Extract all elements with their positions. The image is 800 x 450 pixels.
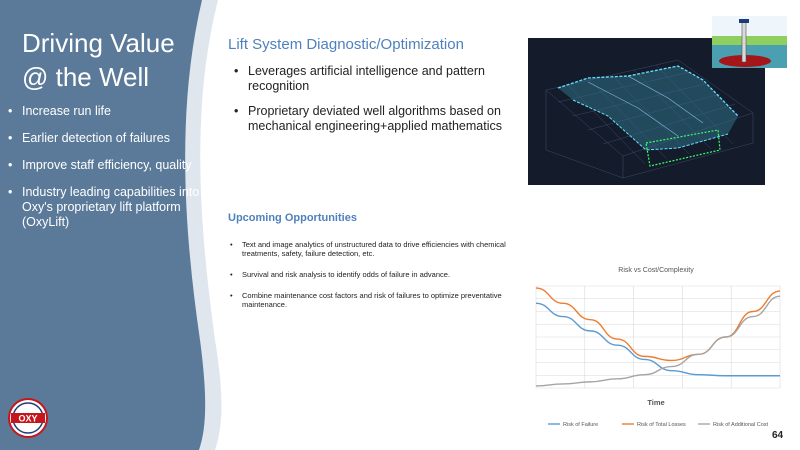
page-title-line-1: Driving Value xyxy=(22,28,175,58)
lift-system-bullet: Proprietary deviated well algorithms bas… xyxy=(234,104,524,134)
lift-system-bullet: Leverages artificial intelligence and pa… xyxy=(234,64,524,94)
chart-series-group xyxy=(535,287,781,387)
risk-vs-cost-chart: Risk vs Cost/Complexity Time Risk of Fai… xyxy=(535,267,781,428)
sidebar-bullet: Increase run life xyxy=(8,104,208,119)
sidebar-bullet: Industry leading capabilities into Oxy's… xyxy=(8,185,208,230)
page-title-line-2: @ the Well xyxy=(22,62,150,92)
sidebar-bullet: Improve staff efficiency, quality xyxy=(8,158,208,173)
chart-legend: Risk of Failure Risk of Total Losses Risk … xyxy=(548,422,768,428)
opportunities-bullets: Text and image analytics of unstructured… xyxy=(230,240,522,321)
oxy-logo-text: OXY xyxy=(18,414,37,424)
chart-series-line-0 xyxy=(535,302,780,377)
opportunity-bullet: Combine maintenance cost factors and ris… xyxy=(230,291,522,309)
opportunity-bullet: Text and image analytics of unstructured… xyxy=(230,240,522,258)
section-title-lift-system: Lift System Diagnostic/Optimization xyxy=(228,36,464,53)
chart-legend-label: Risk of Failure xyxy=(563,422,598,428)
chart-series-line-1 xyxy=(535,287,781,362)
sidebar-benefits-list: Increase run life Earlier detection of f… xyxy=(8,104,208,242)
chart-legend-label: Risk of Total Losses xyxy=(637,422,686,428)
section-title-opportunities: Upcoming Opportunities xyxy=(228,212,357,224)
sidebar-bullet: Earlier detection of failures xyxy=(8,131,208,146)
oxy-logo: OXY xyxy=(8,398,48,438)
opportunity-bullet: Survival and risk analysis to identify o… xyxy=(230,270,522,279)
lift-system-bullets: Leverages artificial intelligence and pa… xyxy=(234,64,524,144)
chart-x-axis-label: Time xyxy=(647,398,664,407)
chart-gridlines xyxy=(535,285,781,389)
chart-title: Risk vs Cost/Complexity xyxy=(618,267,694,274)
chart-series-line-2 xyxy=(535,295,781,387)
page-number: 64 xyxy=(772,430,784,441)
chart-legend-label: Risk of Additional Cost xyxy=(713,422,768,428)
oil-well-icon xyxy=(712,16,787,68)
page-title: Driving Value @ the Well xyxy=(22,26,207,94)
